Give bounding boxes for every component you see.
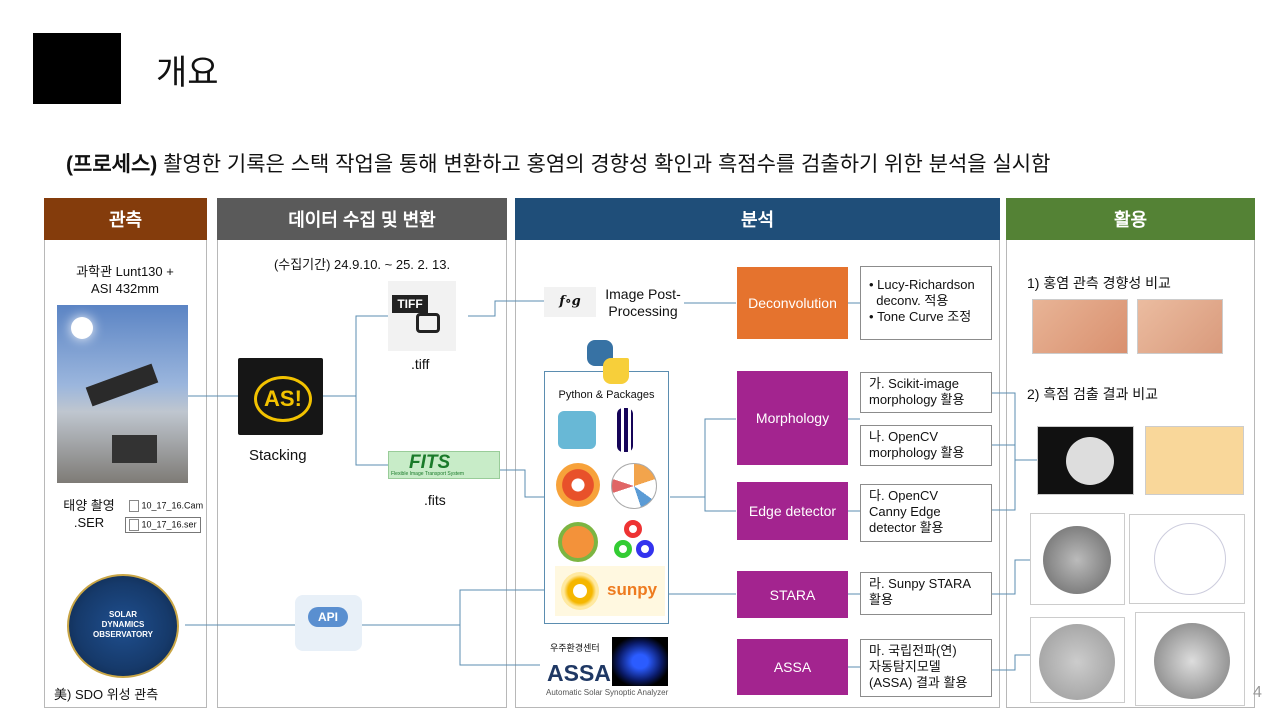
opencv-ring-green bbox=[614, 540, 632, 558]
assa-result-image-2 bbox=[1135, 612, 1245, 706]
assa-title: ASSA bbox=[547, 660, 611, 686]
file-icon bbox=[129, 519, 139, 531]
pandas-icon bbox=[617, 408, 633, 452]
header-analysis: 분석 bbox=[515, 198, 1000, 240]
astropy-icon bbox=[556, 463, 600, 507]
file-item-cam[interactable]: 10_17_16.Cam bbox=[129, 500, 203, 512]
process-morphology: Morphology bbox=[737, 371, 848, 465]
sdo-logo: SOLAR DYNAMICS OBSERVATORY bbox=[67, 574, 179, 678]
subtitle-text: 촬영한 기록은 스택 작업을 통해 변환하고 홍염의 경향성 확인과 흑점수를 … bbox=[157, 153, 1051, 176]
fits-logo-sub: Flexible Image Transport System bbox=[391, 471, 465, 477]
as4-logo: AS! bbox=[254, 376, 312, 422]
sdo-label: 美) SDO 위성 관측 bbox=[54, 687, 159, 702]
prominence-image-2 bbox=[1137, 299, 1223, 354]
file-name: 10_17_16.Cam bbox=[141, 500, 204, 511]
equipment-label: 과학관 Lunt130 + ASI 432mm bbox=[76, 264, 174, 296]
fits-logo: FITS Flexible Image Transport System bbox=[388, 451, 500, 479]
sunspot-original-image bbox=[1037, 426, 1134, 495]
header-collect: 데이터 수집 및 변환 bbox=[217, 198, 507, 240]
note-morphology-skimage: 가. Scikit-image morphology 활용 bbox=[860, 372, 992, 413]
header-observe: 관측 bbox=[44, 198, 207, 240]
prominence-image-1 bbox=[1032, 299, 1128, 354]
telescope-icon bbox=[85, 363, 159, 407]
api-cloud-icon: API bbox=[295, 595, 362, 651]
assa-sun-image bbox=[612, 637, 668, 686]
process-edge-detector: Edge detector bbox=[737, 482, 848, 540]
post-processing-label: Image Post- Processing bbox=[605, 286, 681, 319]
sun-disk bbox=[1154, 623, 1230, 699]
title-block bbox=[33, 33, 121, 104]
assa-subtitle: Automatic Solar Synoptic Analyzer bbox=[546, 688, 669, 697]
note-stara: 라. Sunpy STARA 활용 bbox=[860, 572, 992, 615]
opencv-icon bbox=[612, 520, 656, 560]
note-assa: 마. 국립전파(연) 자동탐지모델 (ASSA) 결과 활용 bbox=[860, 639, 992, 697]
scikit-image-icon bbox=[558, 522, 598, 562]
process-stara: STARA bbox=[737, 571, 848, 618]
as4-stacking-icon: AS! bbox=[238, 358, 323, 435]
matplotlib-icon bbox=[611, 463, 657, 509]
stara-result-image-1 bbox=[1030, 513, 1125, 605]
ser-label: 태양 촬영 .SER bbox=[63, 498, 115, 530]
opencv-ring-blue bbox=[636, 540, 654, 558]
collection-period: (수집기간) 24.9.10. ~ 25. 2. 13. bbox=[273, 257, 451, 272]
file-icon bbox=[129, 500, 139, 512]
python-packages-label: Python & Packages bbox=[558, 389, 655, 401]
fits-label: .fits bbox=[424, 492, 446, 508]
sdo-logo-text: SOLAR DYNAMICS OBSERVATORY bbox=[92, 610, 153, 639]
file-item-ser[interactable]: 10_17_16.ser bbox=[125, 517, 201, 533]
tiff-badge: TIFF bbox=[392, 295, 428, 313]
sunpy-text: sunpy bbox=[607, 580, 658, 599]
subtitle-bold: (프로세스) bbox=[66, 153, 158, 176]
note-edge-detector: 다. OpenCV Canny Edge detector 활용 bbox=[860, 484, 992, 542]
sunpy-logo: sunpy bbox=[555, 566, 665, 616]
header-use: 활용 bbox=[1006, 198, 1255, 240]
tiff-label: .tiff bbox=[411, 356, 430, 372]
python-logo-yellow bbox=[603, 358, 629, 384]
python-logo-icon bbox=[585, 340, 631, 386]
page-number: 4 bbox=[1253, 684, 1262, 701]
sunspot-edges-image bbox=[1145, 426, 1244, 495]
sun-disk bbox=[1039, 624, 1115, 700]
sun-disk bbox=[1154, 523, 1226, 595]
api-text: API bbox=[308, 607, 348, 627]
sun-glare-icon bbox=[71, 317, 93, 339]
assa-result-image-1 bbox=[1030, 617, 1125, 703]
fits-logo-text: FITS bbox=[409, 452, 451, 473]
process-assa: ASSA bbox=[737, 639, 848, 695]
sunpy-sun-icon bbox=[561, 572, 599, 610]
subtitle: (프로세스) 촬영한 기록은 스택 작업을 통해 변환하고 홍염의 경향성 확인… bbox=[66, 148, 1050, 178]
stacking-label: Stacking bbox=[249, 447, 307, 464]
opencv-ring-red bbox=[624, 520, 642, 538]
file-name: 10_17_16.ser bbox=[141, 519, 197, 530]
fg-symbol: f∘g bbox=[544, 287, 596, 317]
camera-icon bbox=[416, 313, 440, 333]
note-morphology-opencv: 나. OpenCV morphology 활용 bbox=[860, 425, 992, 466]
tiff-file-icon: TIFF bbox=[388, 281, 456, 351]
use-item-2: 2) 흑점 검출 결과 비교 bbox=[1027, 386, 1159, 402]
assa-org-label: 우주환경센터 bbox=[550, 643, 600, 653]
laptop-icon bbox=[112, 435, 157, 463]
process-deconvolution: Deconvolution bbox=[737, 267, 848, 339]
page-title: 개요 bbox=[156, 54, 219, 92]
sun-disk bbox=[1066, 437, 1114, 485]
telescope-photo bbox=[57, 305, 188, 483]
stara-result-image-2 bbox=[1129, 514, 1245, 604]
numpy-icon bbox=[558, 411, 596, 449]
sun-disk bbox=[1043, 526, 1111, 594]
note-deconvolution: • Lucy-Richardson deconv. 적용 • Tone Curv… bbox=[860, 266, 992, 340]
use-item-1: 1) 홍염 관측 경향성 비교 bbox=[1027, 275, 1171, 291]
